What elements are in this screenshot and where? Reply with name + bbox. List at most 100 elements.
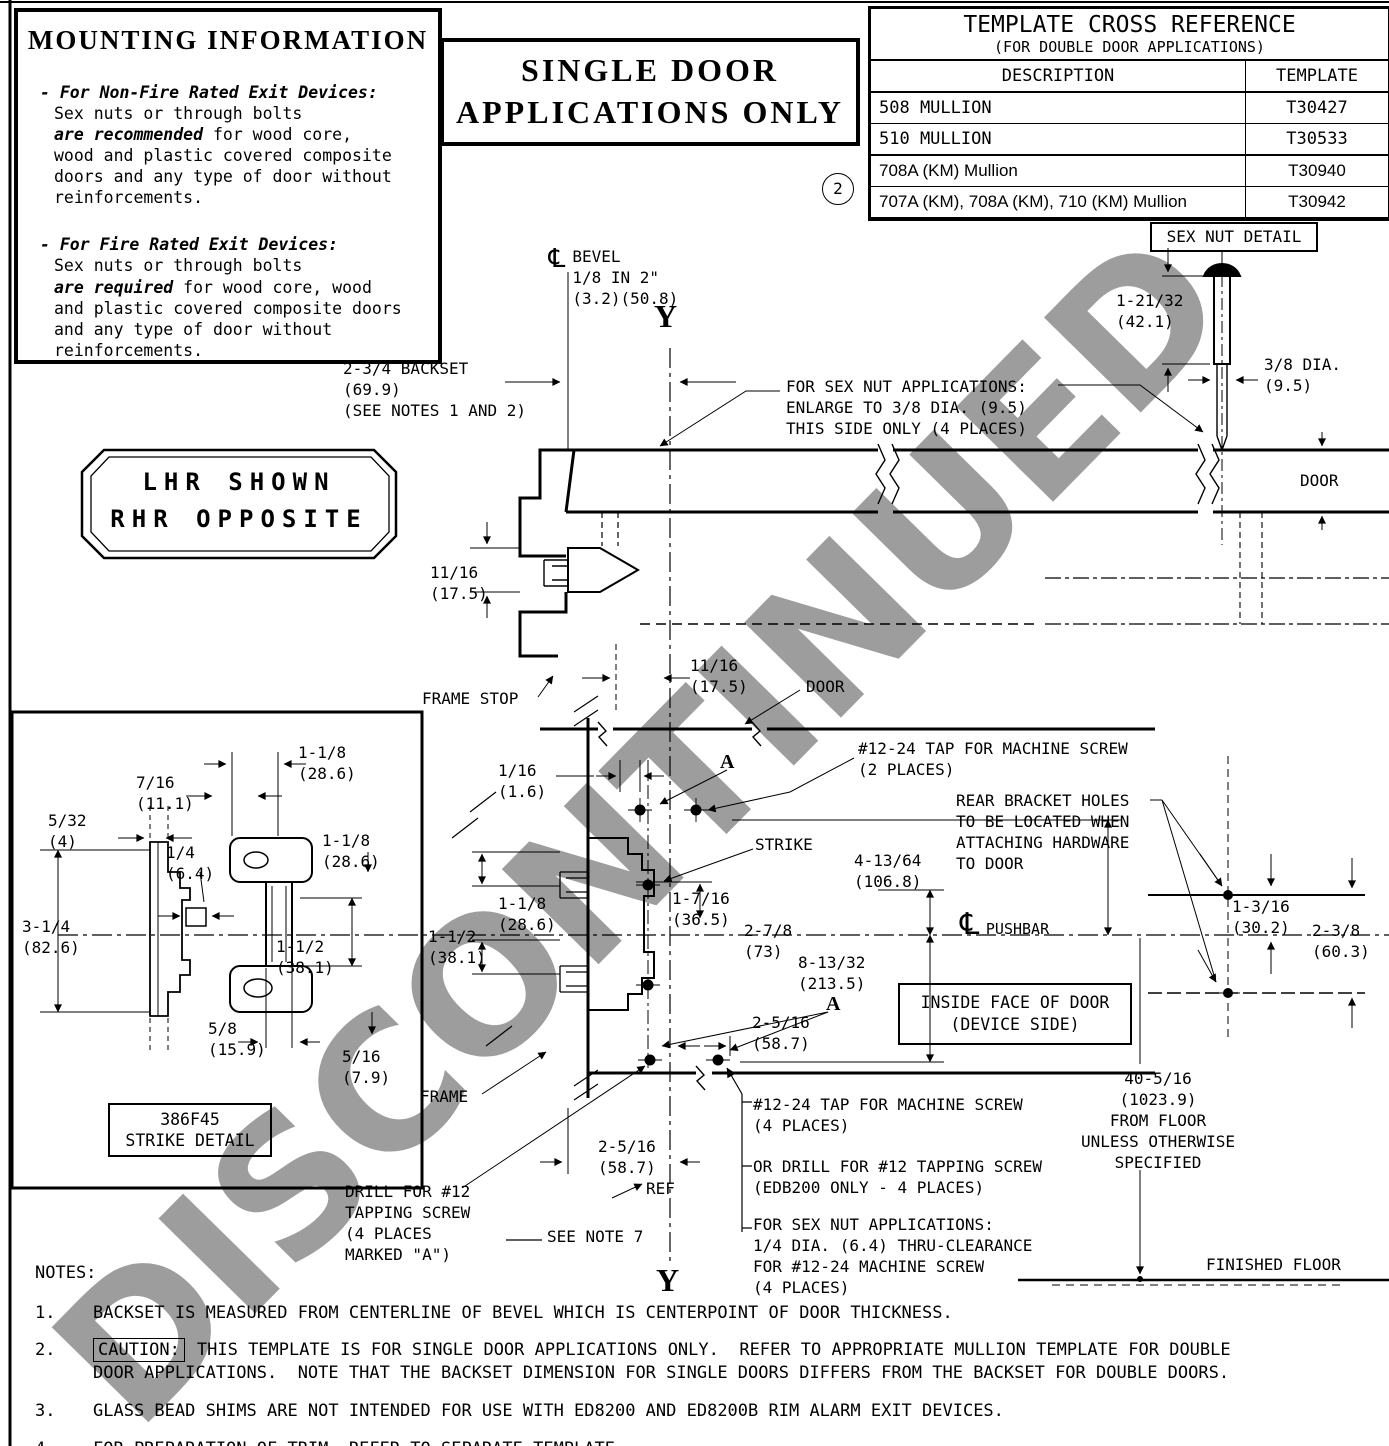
- xref-row-description: 508 MULLION: [871, 91, 1246, 125]
- note-1-number: 1.: [35, 1303, 56, 1323]
- finished-floor-label: FINISHED FLOOR: [1206, 1255, 1341, 1274]
- fire-heading: - For Fire Rated Exit Devices:: [40, 235, 339, 255]
- sex-nut-note-bottom: FOR SEX NUT APPLICATIONS: 1/4 DIA. (6.4)…: [753, 1215, 1033, 1298]
- mounting-information-title: MOUNTING INFORMATION: [27, 25, 429, 55]
- fire-body: Sex nuts or through bolts are required f…: [54, 255, 428, 361]
- note-3-number: 3.: [35, 1401, 56, 1421]
- fire-bold: are required: [54, 277, 174, 297]
- drill-tapping-note: DRILL FOR #12 TAPPING SCREW (4 PLACES MA…: [345, 1182, 471, 1265]
- dim-1-1-2: 1-1/2 (38.1): [428, 927, 486, 968]
- centerline-symbol: ℄: [545, 244, 569, 274]
- pushbar-label: PUSHBAR: [985, 920, 1050, 939]
- ref-label: REF: [646, 1179, 675, 1198]
- strike-label: STRIKE: [755, 835, 813, 854]
- door-label-mid: DOOR: [806, 677, 845, 696]
- inside-face-line1: INSIDE FACE OF DOOR: [920, 992, 1110, 1012]
- xref-row: 707A (KM), 708A (KM), 710 (KM) Mullion T…: [871, 186, 1388, 219]
- xref-subtitle: (FOR DOUBLE DOOR APPLICATIONS): [994, 38, 1265, 57]
- lhr-line1: LHR SHOWN: [142, 468, 336, 496]
- xref-row-description: 707A (KM), 708A (KM), 710 (KM) Mullion: [871, 186, 1246, 219]
- rear-bracket-note: REAR BRACKET HOLES TO BE LOCATED WHEN AT…: [956, 791, 1130, 874]
- note-2-number: 2.: [35, 1340, 56, 1360]
- dim-2-5-16-ref: 2-5/16 (58.7): [598, 1137, 656, 1178]
- fire-line1: Sex nuts or through bolts: [54, 256, 303, 276]
- or-drill-note: OR DRILL FOR #12 TAPPING SCREW (EDB200 O…: [753, 1157, 1042, 1198]
- dim-4-13-64: 4-13/64 (106.8): [854, 851, 922, 892]
- fire-rest: for wood core, wood and plastic covered …: [54, 277, 402, 360]
- xref-row-template: T30942: [1245, 186, 1388, 219]
- note-2-continued: DOOR APPLICATIONS. NOTE THAT THE BACKSET…: [93, 1362, 1229, 1384]
- inside-face-box: INSIDE FACE OF DOOR (DEVICE SIDE): [898, 983, 1132, 1045]
- bevel-text: BEVEL 1/8 IN 2" (3.2)(50.8): [572, 247, 679, 309]
- mounting-height-note: 40-5/16 (1023.9) FROM FLOOR UNLESS OTHER…: [1080, 1069, 1236, 1173]
- dim-1-1-8: 1-1/8 (28.6): [498, 894, 556, 935]
- notes-title: NOTES:: [35, 1263, 97, 1283]
- dim-11-16-upper: 11/16 (17.5): [430, 563, 488, 604]
- sex-nut-note-top: FOR SEX NUT APPLICATIONS: ENLARGE TO 3/8…: [786, 377, 1027, 439]
- frame-label: FRAME: [420, 1087, 469, 1106]
- strike-dim-1-1-2: 1-1/2 (38.1): [276, 937, 334, 978]
- xref-col-template: TEMPLATE: [1245, 59, 1388, 94]
- note-3-text: GLASS BEAD SHIMS ARE NOT INTENDED FOR US…: [93, 1401, 1004, 1421]
- strike-dim-1-1-8-top: 1-1/8 (28.6): [298, 743, 356, 784]
- mounting-note-non-fire: - For Non-Fire Rated Exit Devices: Sex n…: [40, 82, 428, 209]
- backset-dim: 2-3/4 BACKSET (69.9) (SEE NOTES 1 AND 2): [343, 359, 527, 421]
- pushbar-centerline-callout: ℄ PUSHBAR: [956, 910, 1049, 940]
- note-4-text: FOR PREPARATION OF TRIM, REFER TO SEPARA…: [93, 1439, 625, 1446]
- dim-2-7-8: 2-7/8 (73): [744, 921, 793, 962]
- mounting-note-fire: - For Fire Rated Exit Devices: Sex nuts …: [40, 234, 428, 361]
- dim-1-3-16: 1-3/16 (30.2): [1232, 897, 1290, 938]
- note-3: 3. GLASS BEAD SHIMS ARE NOT INTENDED FOR …: [35, 1400, 1004, 1422]
- xref-title: TEMPLATE CROSS REFERENCE: [963, 12, 1296, 38]
- note-2: 2. CAUTION: THIS TEMPLATE IS FOR SINGLE DO…: [35, 1338, 1231, 1363]
- xref-row-template: T30533: [1245, 123, 1388, 156]
- single-door-applications-banner: SINGLE DOOR APPLICATIONS ONLY: [440, 38, 860, 146]
- y-axis-marker-top: Y: [654, 298, 678, 334]
- note-4: 4.FOR PREPARATION OF TRIM, REFER TO SEPA…: [35, 1438, 625, 1446]
- xref-row-description: 708A (KM) Mullion: [871, 154, 1246, 188]
- dim-8-13-32: 8-13/32 (213.5): [798, 953, 866, 994]
- dim-1-16: 1/16 (1.6): [498, 761, 547, 802]
- strike-tag-line1: 386F45: [160, 1109, 220, 1129]
- sex-nut-detail-label: SEX NUT DETAIL: [1150, 222, 1318, 252]
- dim-2-3-8: 2-3/8 (60.3): [1312, 921, 1370, 962]
- dim-2-5-16: 2-5/16 (58.7): [752, 1013, 810, 1054]
- non-fire-rest: for wood core, wood and plastic covered …: [54, 124, 392, 208]
- strike-detail-tag: 386F45 STRIKE DETAIL: [108, 1103, 272, 1157]
- hole-marker-a-top: A: [720, 751, 735, 773]
- single-door-line1: SINGLE DOOR: [521, 52, 779, 89]
- note-1-text: BACKSET IS MEASURED FROM CENTERLINE OF B…: [93, 1303, 953, 1323]
- note-1: 1. BACKSET IS MEASURED FROM CENTERLINE OF…: [35, 1302, 953, 1324]
- caution-badge: CAUTION:: [93, 1338, 185, 1363]
- note-2-line1: THIS TEMPLATE IS FOR SINGLE DOOR APPLICA…: [196, 1340, 1231, 1360]
- see-note-7: SEE NOTE 7: [547, 1227, 644, 1246]
- strike-dim-5-8: 5/8 (15.9): [208, 1019, 266, 1060]
- non-fire-body: Sex nuts or through bolts are recommende…: [54, 103, 428, 209]
- strike-dim-5-16: 5/16 (7.9): [342, 1047, 391, 1088]
- strike-tag-line2: STRIKE DETAIL: [125, 1131, 255, 1150]
- xref-row: 510 MULLION T30533: [871, 123, 1388, 156]
- sex-nut-dia-dim: 3/8 DIA. (9.5): [1264, 355, 1342, 396]
- dim-11-16-mid: 11/16 (17.5): [690, 656, 748, 697]
- xref-col-description: DESCRIPTION: [871, 59, 1246, 94]
- non-fire-heading: - For Non-Fire Rated Exit Devices:: [40, 82, 378, 102]
- xref-row-template: T30427: [1245, 91, 1388, 125]
- tap-2-places-note: #12-24 TAP FOR MACHINE SCREW (2 PLACES): [858, 739, 1128, 780]
- strike-dim-1-1-8-right: 1-1/8 (28.6): [322, 831, 380, 872]
- door-label-right: DOOR: [1300, 471, 1339, 490]
- y-axis-marker-bottom: Y: [656, 1262, 680, 1298]
- bevel-centerline-callout: ℄ BEVEL 1/8 IN 2" (3.2)(50.8): [545, 246, 678, 309]
- non-fire-line1: Sex nuts or through bolts: [54, 103, 303, 123]
- sheet-number-badge: 2: [822, 173, 854, 205]
- note-2-line2: DOOR APPLICATIONS. NOTE THAT THE BACKSET…: [93, 1363, 1230, 1383]
- tap-4-places-note: #12-24 TAP FOR MACHINE SCREW (4 PLACES): [753, 1095, 1023, 1136]
- template-cross-reference-table: TEMPLATE CROSS REFERENCE (FOR DOUBLE DOO…: [868, 6, 1389, 222]
- single-door-line2: APPLICATIONS ONLY: [456, 94, 844, 130]
- lhr-line2: RHR OPPOSITE: [110, 505, 368, 534]
- handing-note-box: LHR SHOWN RHR OPPOSITE: [100, 464, 378, 538]
- strike-dim-3-1-4: 3-1/4 (82.6): [22, 917, 80, 958]
- hole-marker-a-bottom: A: [826, 993, 841, 1015]
- xref-row: 708A (KM) Mullion T30940: [871, 154, 1388, 188]
